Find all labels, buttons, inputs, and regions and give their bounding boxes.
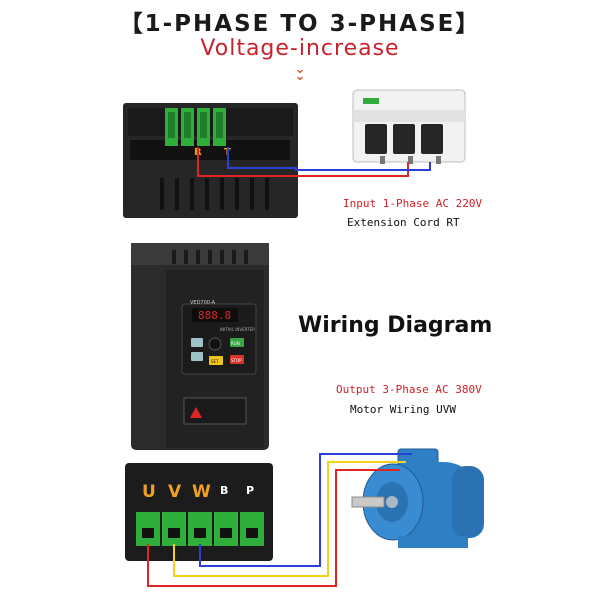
page-title: 【1-PHASE TO 3-PHASE】 <box>119 11 481 37</box>
wire-red-output <box>147 469 400 587</box>
set-key-label: SET <box>211 359 219 364</box>
output-wiring-label: Motor Wiring UVW <box>350 403 456 416</box>
chevron-down-icon: ⌄⌄ <box>294 62 306 84</box>
wire-yellow-output <box>173 461 406 577</box>
inverter-display: 888.8 <box>198 309 231 322</box>
inverter-knob <box>208 337 222 351</box>
page-subtitle: Voltage-increase <box>200 36 400 61</box>
output-terminal-block <box>125 463 273 561</box>
input-terminal-block <box>123 103 298 218</box>
stop-key-label: STOP <box>231 358 242 363</box>
down-key <box>191 352 203 361</box>
terminal-label-b: B <box>220 484 228 497</box>
up-key <box>191 338 203 347</box>
terminal-label-v: V <box>168 482 182 502</box>
circuit-breaker <box>352 89 466 164</box>
electric-motor <box>351 448 484 548</box>
wire-blue-output <box>199 453 412 567</box>
terminal-label-p: P <box>246 484 254 497</box>
output-spec-label: Output 3-Phase AC 380V <box>336 383 482 396</box>
input-spec-label: Input 1-Phase AC 220V <box>343 197 483 210</box>
terminal-label-w: W <box>192 482 211 502</box>
wire-blue-input <box>227 147 431 171</box>
run-key <box>230 338 244 347</box>
terminal-label-u: U <box>142 482 156 502</box>
input-wiring-label: Extension Cord RT <box>347 216 460 229</box>
wiring-diagram-heading: Wiring Diagram <box>298 313 493 338</box>
set-key <box>209 356 223 365</box>
stop-key <box>230 355 244 364</box>
inverter-model: VED700-A <box>190 300 216 306</box>
inverter-brand: INITIAL INVERTER <box>220 327 255 332</box>
run-key-label: RUN <box>231 341 240 346</box>
